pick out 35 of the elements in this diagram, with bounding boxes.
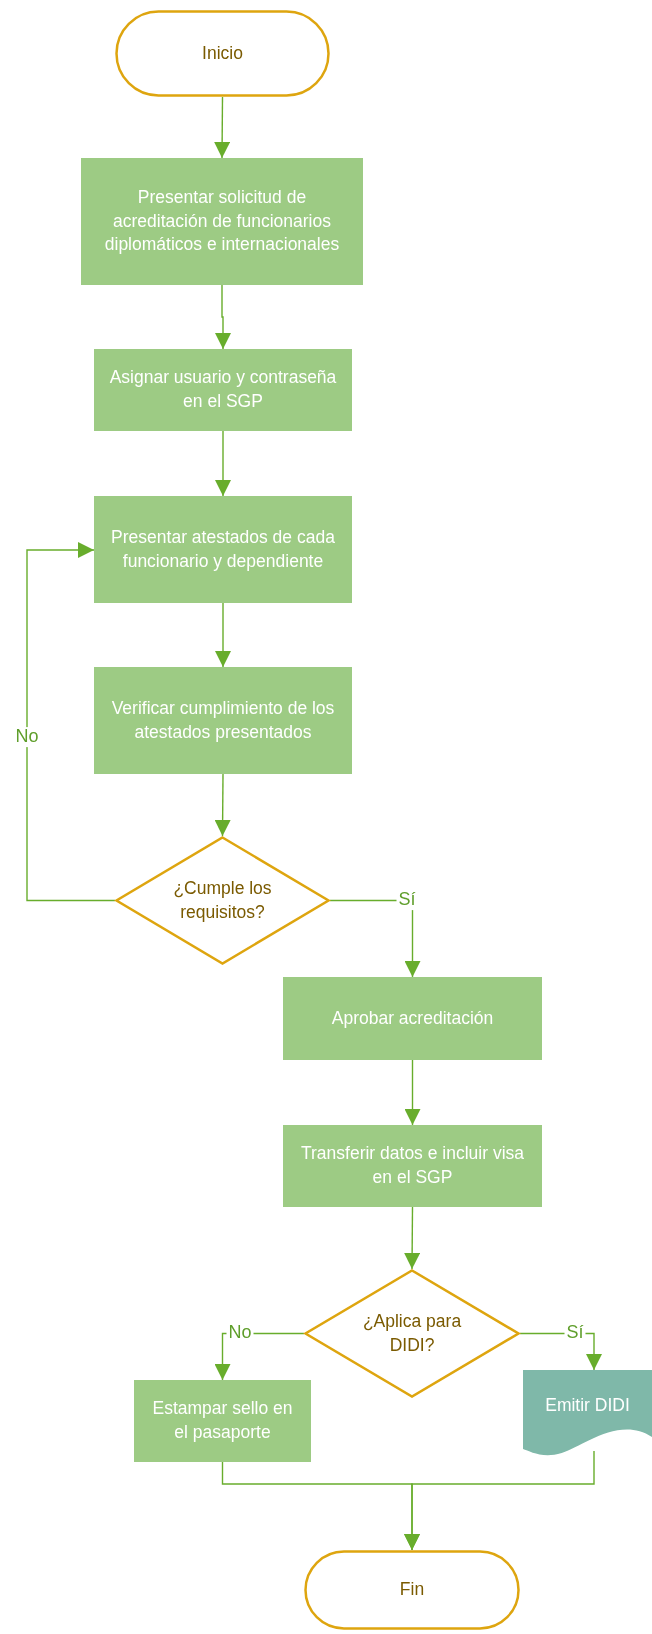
node-label: Inicio	[201, 41, 244, 65]
arrow	[26, 542, 116, 902]
node-label: Estampar sello en el pasaporte	[151, 1397, 294, 1444]
process-box	[134, 1380, 311, 1462]
edge-label: No	[13, 727, 41, 747]
decision-diamond	[115, 836, 330, 965]
node-label: Emitir DIDI	[544, 1393, 631, 1417]
node-label: Aprobar acreditación	[330, 1006, 495, 1030]
arrow	[215, 430, 231, 497]
arrow	[404, 1450, 595, 1551]
process-box	[283, 977, 542, 1060]
process-box	[94, 667, 352, 774]
process-box	[81, 158, 363, 285]
node-label: Verificar cumplimiento de los atestados presentados	[110, 696, 336, 744]
arrow	[215, 602, 231, 668]
node-label: Presentar atestados de cada funcionario y dependiente	[110, 525, 336, 573]
node-label: ¿Cumple los requisitos?	[172, 876, 273, 924]
arrow	[214, 96, 231, 159]
node-label: Transferir datos e incluir visa en el SGP	[299, 1142, 525, 1189]
arrow	[519, 1332, 602, 1371]
edge-label: Sí	[396, 890, 418, 910]
arrow	[404, 1059, 421, 1126]
document-shape	[523, 1370, 652, 1457]
process-box	[94, 496, 352, 603]
decision-diamond	[304, 1269, 520, 1398]
process-box	[283, 1125, 542, 1207]
arrow	[404, 1206, 421, 1270]
node-label: Fin	[398, 1578, 426, 1602]
arrow	[329, 899, 421, 978]
arrow	[214, 773, 231, 837]
node-label: ¿Aplica para DIDI?	[361, 1309, 463, 1357]
node-label: Asignar usuario y contraseña en el SGP	[108, 366, 338, 413]
arrow	[215, 284, 231, 350]
node-label: Presentar solicitud de acreditación de funcionarios diplomáticos e internacionales	[103, 186, 341, 257]
process-box	[94, 349, 352, 431]
